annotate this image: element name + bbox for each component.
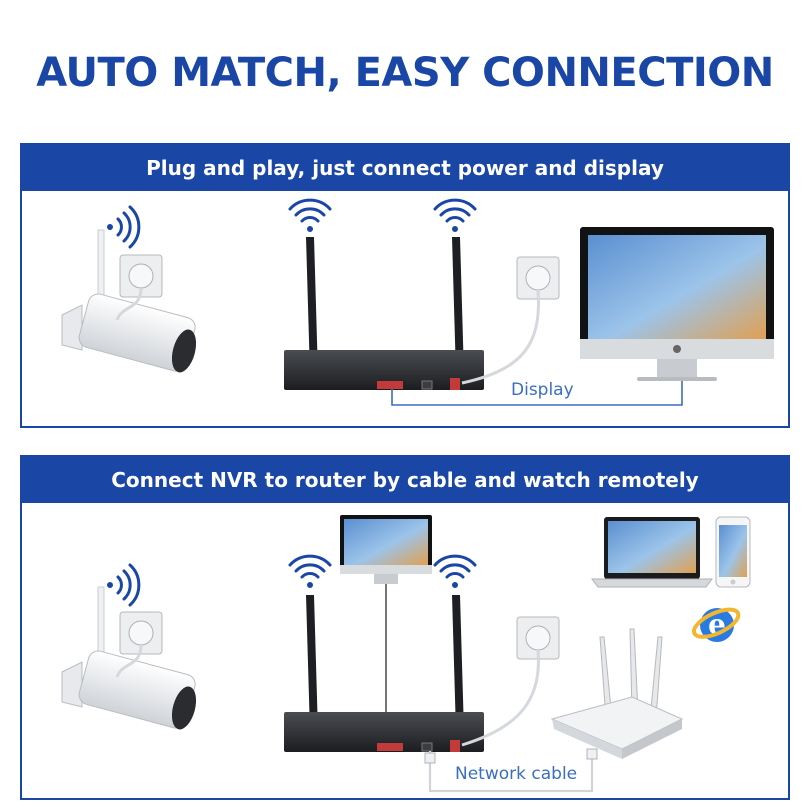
network-cable-label: Network cable [452,764,581,784]
panel-plug-and-play: Plug and play, just connect power and di… [20,143,790,428]
display-cable-label: Display [508,380,577,400]
wifi-icon [433,198,477,232]
power-socket-icon [115,611,163,678]
internet-explorer-icon: e [691,607,741,642]
power-socket-icon [461,256,560,385]
nvr-recorder-icon [284,237,484,390]
monitor-icon [340,515,432,584]
power-socket-icon [461,616,560,747]
panel-heading: Connect NVR to router by cable and watch… [22,457,788,503]
wifi-icon [433,554,477,588]
camera-icon [61,229,197,373]
camera-icon [61,586,197,730]
page-title: AUTO MATCH, EASY CONNECTION [36,50,774,96]
monitor-icon [580,227,774,381]
panel-heading: Plug and play, just connect power and di… [22,145,788,191]
wifi-icon [288,554,332,588]
wifi-icon [107,563,141,607]
nvr-recorder-icon [284,595,484,752]
power-socket-icon [115,254,163,321]
wifi-icon [107,205,141,249]
router-icon [550,628,684,759]
network-cable [424,748,598,793]
laptop-icon [591,517,713,588]
smartphone-icon [715,516,751,588]
connection-illustration [61,198,774,406]
connection-illustration: e [61,515,751,793]
display-cable [391,381,683,406]
panel-remote-viewing: Connect NVR to router by cable and watch… [20,455,790,800]
wifi-icon [288,198,332,232]
